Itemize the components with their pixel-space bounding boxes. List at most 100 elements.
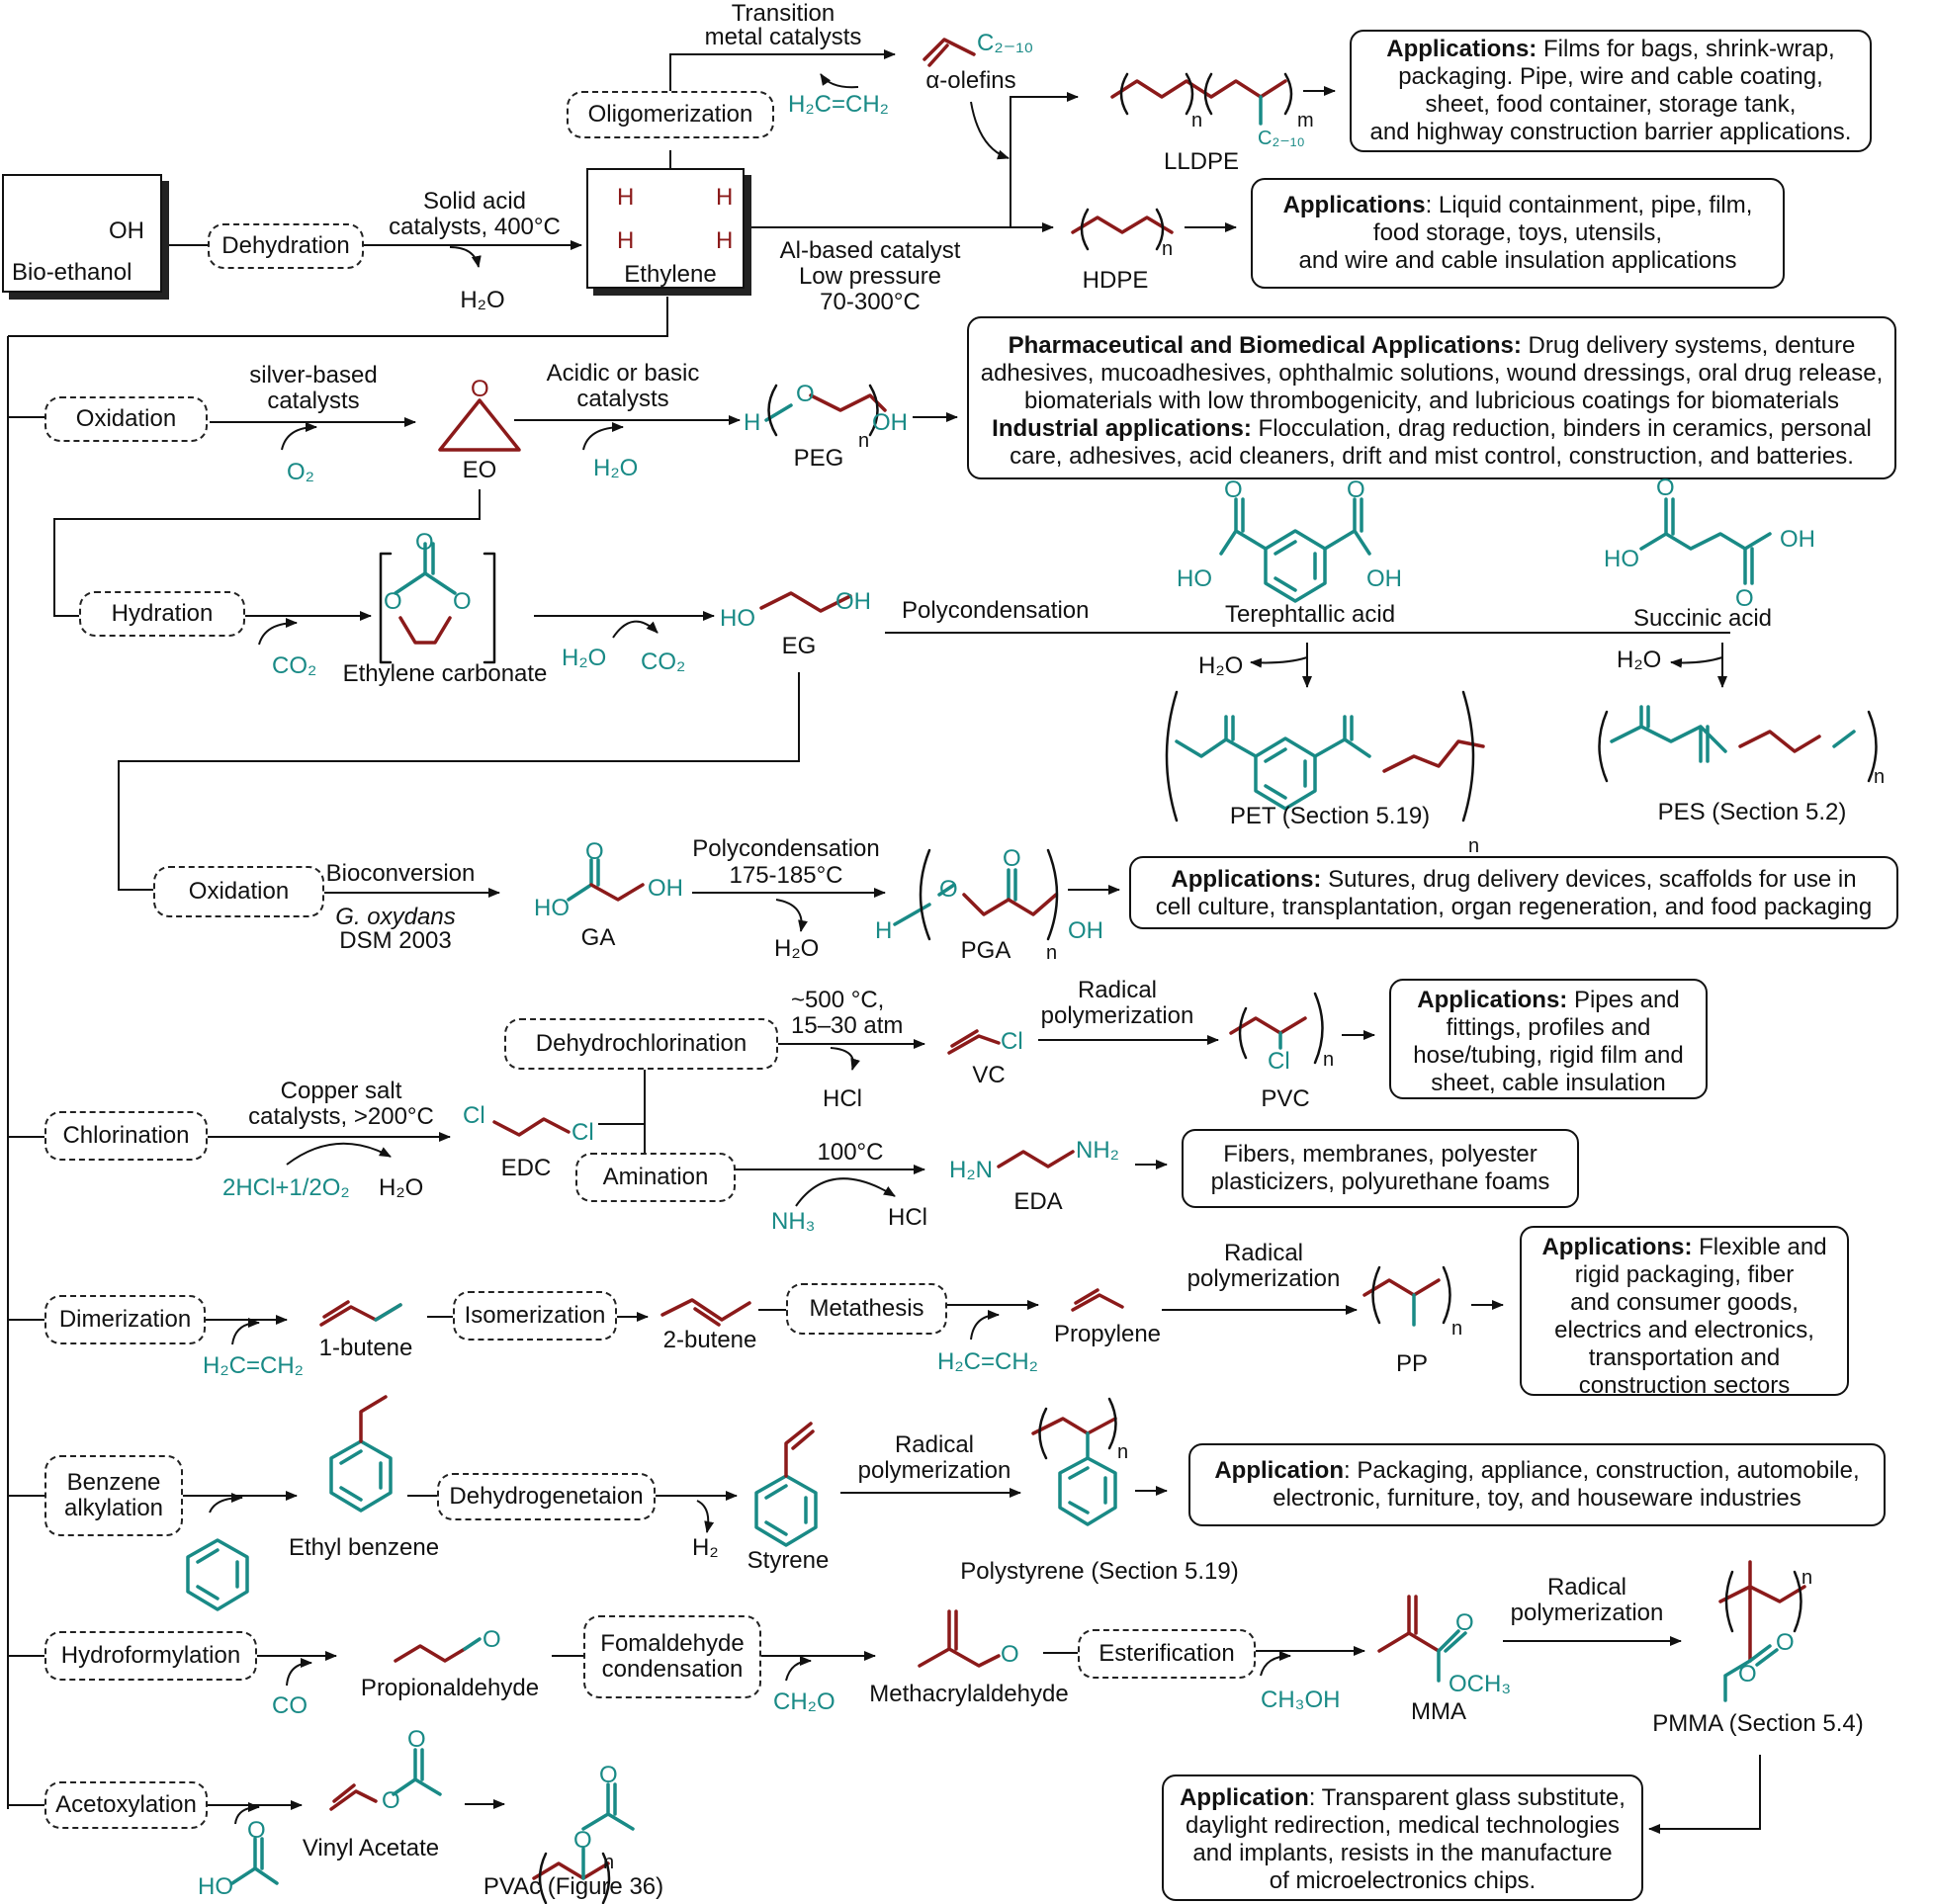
ethylbenzene-label: Ethyl benzene bbox=[289, 1534, 439, 1562]
eg-co2: CO₂ bbox=[641, 649, 685, 676]
mma-o: O bbox=[1455, 1609, 1474, 1637]
butene2-label: 2-butene bbox=[663, 1327, 757, 1354]
pmma-process2b: condensation bbox=[602, 1657, 744, 1683]
esterification-process: Esterification bbox=[1078, 1629, 1256, 1679]
peg-app4: Flocculation, drag reduction, binders in… bbox=[1252, 415, 1872, 442]
dehydration-cond1: Solid acid bbox=[423, 188, 526, 216]
peg-reagent: H₂O bbox=[593, 455, 638, 482]
bioethanol-label: Bio-ethanol bbox=[12, 259, 132, 287]
ps-app-bold: Application bbox=[1214, 1457, 1344, 1484]
pvac-n: n bbox=[603, 1849, 614, 1876]
pga-label: PGA bbox=[961, 937, 1011, 965]
ec-o1: O bbox=[415, 529, 434, 557]
pga-h: H bbox=[875, 917, 892, 945]
edc-cond2: catalysts, >200°C bbox=[248, 1103, 434, 1131]
hdpe-app2: food storage, toys, utensils, bbox=[1373, 219, 1662, 246]
dehydration-byproduct: H₂O bbox=[460, 287, 504, 314]
pes-h2o: H₂O bbox=[1617, 647, 1661, 674]
peg-n: n bbox=[858, 427, 869, 455]
sa-o1: O bbox=[1656, 475, 1675, 502]
amination-process: Amination bbox=[575, 1153, 736, 1202]
pp-applications-box: Applications: Flexible and rigid packagi… bbox=[1520, 1226, 1849, 1396]
terephthalic-label: Terephtallic acid bbox=[1225, 601, 1395, 629]
tpa-oh: OH bbox=[1366, 565, 1402, 593]
pvc-rp1: Radical bbox=[1078, 977, 1157, 1004]
eg-oh: OH bbox=[835, 588, 871, 616]
ps-rp2: polymerization bbox=[858, 1457, 1011, 1485]
pp-label: PP bbox=[1396, 1350, 1428, 1378]
pvc-cl: Cl bbox=[1268, 1048, 1290, 1076]
hydroformylation-process: Hydroformylation bbox=[44, 1631, 257, 1681]
edc-cond1: Copper salt bbox=[281, 1078, 402, 1105]
pga-cond3: DSM 2003 bbox=[339, 927, 451, 955]
eda-applications-box: Fibers, membranes, polyester plasticizer… bbox=[1182, 1129, 1579, 1208]
eda-cond: 100°C bbox=[818, 1139, 884, 1167]
ps-rp1: Radical bbox=[895, 1431, 974, 1459]
tpa-ho: HO bbox=[1177, 565, 1212, 593]
pp-app3: and consumer goods, bbox=[1570, 1289, 1799, 1316]
propionaldehyde-label: Propionaldehyde bbox=[361, 1675, 539, 1702]
acetoxylation-process: Acetoxylation bbox=[44, 1781, 208, 1829]
pga-app1: Sutures, drug delivery devices, scaffold… bbox=[1321, 866, 1856, 893]
eda-hcl: HCl bbox=[888, 1204, 927, 1232]
pp-n: n bbox=[1451, 1315, 1462, 1342]
dehydrochlorination-process: Dehydrochlorination bbox=[504, 1018, 778, 1070]
polystyrene-label: Polystyrene (Section 5.19) bbox=[960, 1558, 1238, 1586]
peg-label: PEG bbox=[794, 445, 844, 473]
dimerization-process: Dimerization bbox=[44, 1295, 206, 1344]
peg-app3: biomaterials with low thrombogenicity, a… bbox=[1024, 388, 1839, 414]
lldpe-app4: and highway construction barrier applica… bbox=[1370, 119, 1852, 145]
pp-reagent1: H₂C=CH₂ bbox=[203, 1352, 304, 1380]
hydration-process: Hydration bbox=[79, 591, 245, 637]
pmma-co: CO bbox=[272, 1692, 308, 1720]
benzene-alkylation-process: Benzene alkylation bbox=[44, 1455, 183, 1536]
oligomerization-reagent: H₂C=CH₂ bbox=[788, 91, 889, 119]
propanal-o: O bbox=[483, 1626, 501, 1654]
pmma-applications-box: Application: Transparent glass substitut… bbox=[1162, 1774, 1643, 1901]
dehydrogenation-process: Dehydrogenetaion bbox=[437, 1473, 656, 1520]
eo-label: EO bbox=[463, 457, 497, 484]
edc-reagent: 2HCl+1/2O₂ bbox=[222, 1174, 350, 1202]
peg-app-bold1: Pharmaceutical and Biomedical Applicatio… bbox=[1009, 332, 1522, 359]
peg-app2: adhesives, mucoadhesives, ophthalmic sol… bbox=[981, 360, 1884, 387]
pvac-label: PVAc (Figure 36) bbox=[483, 1873, 663, 1901]
pga-n: n bbox=[1046, 939, 1057, 967]
vc-label: VC bbox=[972, 1062, 1005, 1089]
hdpe-app3: and wire and cable insulation applicatio… bbox=[1299, 247, 1737, 274]
eda-reagent: NH₃ bbox=[771, 1208, 815, 1236]
terephthalic-structure bbox=[1221, 499, 1369, 601]
pmma-ch2o: CH₂O bbox=[773, 1688, 835, 1716]
ec-o2: O bbox=[384, 588, 402, 616]
pp-reagent3: H₂C=CH₂ bbox=[937, 1348, 1038, 1376]
pga-app2: cell culture, transplantation, organ reg… bbox=[1156, 894, 1873, 920]
pvc-app2: fittings, profiles and bbox=[1447, 1014, 1651, 1041]
pvc-hcl: HCl bbox=[823, 1085, 862, 1113]
bioethanol-oh: OH bbox=[109, 217, 144, 245]
peg-app5: care, adhesives, acid cleaners, drift an… bbox=[1010, 443, 1854, 470]
pvc-cond2: 15–30 atm bbox=[791, 1012, 903, 1040]
methacrolein-label: Methacrylaldehyde bbox=[869, 1681, 1068, 1708]
hdpe-n: n bbox=[1162, 235, 1173, 263]
dehydration-process: Dehydration bbox=[208, 223, 364, 269]
pp-app2: rigid packaging, fiber bbox=[1575, 1261, 1794, 1288]
butene1-label: 1-butene bbox=[319, 1335, 413, 1362]
pvc-applications-box: Applications: Pipes and fittings, profil… bbox=[1389, 979, 1708, 1099]
ps-h2: H₂ bbox=[692, 1534, 719, 1562]
pmma-app2: daylight redirection, medical technologi… bbox=[1186, 1812, 1620, 1839]
pga-h2o: H₂O bbox=[774, 935, 819, 963]
hdpe-app-bold: Applications bbox=[1283, 192, 1426, 218]
pp-app5: transportation and bbox=[1589, 1344, 1780, 1371]
pga-applications-box: Applications: Sutures, drug delivery dev… bbox=[1129, 856, 1898, 929]
lldpe-applications-box: Applications: Films for bags, shrink-wra… bbox=[1350, 30, 1872, 152]
pga-cond5: 175-185°C bbox=[729, 862, 842, 890]
eda-app2: plasticizers, polyurethane foams bbox=[1211, 1168, 1550, 1195]
mma-label: MMA bbox=[1411, 1698, 1466, 1726]
hdpe-cond1: Al-based catalyst bbox=[780, 237, 961, 265]
eda-label: EDA bbox=[1013, 1188, 1062, 1216]
pmma-rp1: Radical bbox=[1547, 1574, 1626, 1601]
pga-o1: O bbox=[939, 876, 958, 904]
hdpe-label: HDPE bbox=[1083, 267, 1149, 295]
ga-ho: HO bbox=[534, 895, 570, 922]
pvc-app4: sheet, cable insulation bbox=[1431, 1070, 1666, 1096]
